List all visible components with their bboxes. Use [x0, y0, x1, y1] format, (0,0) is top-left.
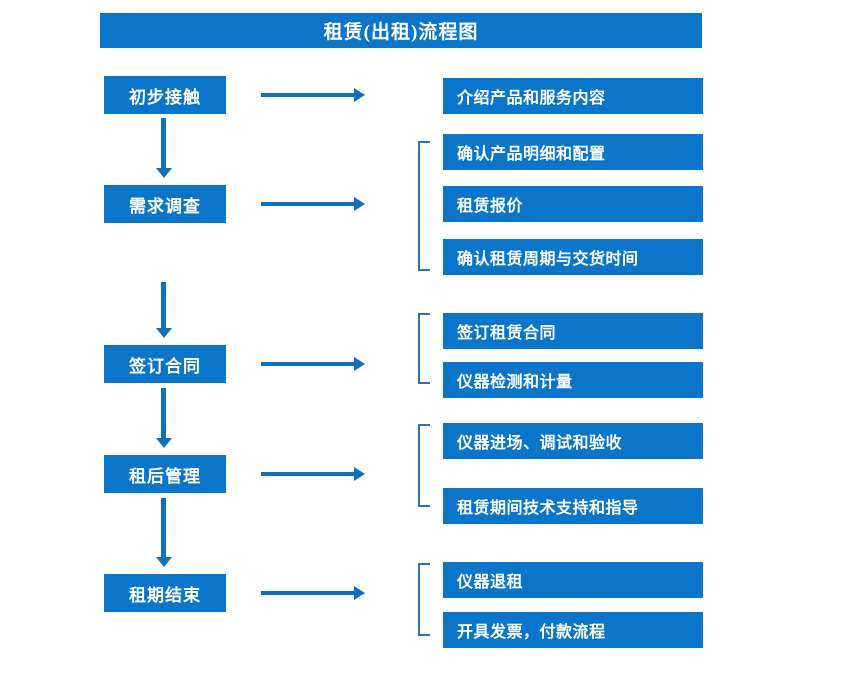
group-bracket-post-rental [418, 424, 430, 507]
diagram-title: 租赁(出租)流程图 [100, 13, 702, 48]
horizontal-arrow-3 [261, 356, 365, 372]
detail-box-sign-lease-contract[interactable]: 签订租赁合同 [443, 313, 703, 349]
detail-box-technical-support[interactable]: 租赁期间技术支持和指导 [443, 488, 703, 524]
vertical-arrow-4 [155, 498, 173, 569]
detail-box-instrument-delivery[interactable]: 仪器进场、调试和验收 [443, 423, 703, 459]
horizontal-arrow-2 [261, 196, 365, 212]
stage-box-post-rental-management[interactable]: 租后管理 [104, 455, 226, 493]
horizontal-arrow-4 [261, 466, 365, 482]
detail-box-confirm-lease-period[interactable]: 确认租赁周期与交货时间 [443, 239, 703, 275]
detail-box-instrument-inspection[interactable]: 仪器检测和计量 [443, 362, 703, 398]
group-bracket-needs-survey [418, 141, 430, 271]
vertical-arrow-2 [155, 282, 173, 340]
group-bracket-sign-contract [418, 313, 430, 384]
detail-box-introduce-products[interactable]: 介绍产品和服务内容 [443, 78, 703, 114]
horizontal-arrow-5 [261, 585, 365, 601]
vertical-arrow-3 [155, 388, 173, 450]
detail-box-confirm-product-details[interactable]: 确认产品明细和配置 [443, 134, 703, 170]
vertical-arrow-1 [155, 118, 173, 180]
stage-box-sign-contract[interactable]: 签订合同 [104, 345, 226, 383]
stage-box-needs-survey[interactable]: 需求调查 [104, 185, 226, 223]
group-bracket-lease-end [418, 563, 430, 636]
horizontal-arrow-1 [261, 87, 365, 103]
stage-box-lease-end[interactable]: 租期结束 [104, 574, 226, 612]
detail-box-rental-quotation[interactable]: 租赁报价 [443, 186, 703, 222]
detail-box-instrument-return[interactable]: 仪器退租 [443, 562, 703, 598]
stage-box-initial-contact[interactable]: 初步接触 [104, 76, 226, 114]
detail-box-invoice-payment[interactable]: 开具发票，付款流程 [443, 612, 703, 648]
